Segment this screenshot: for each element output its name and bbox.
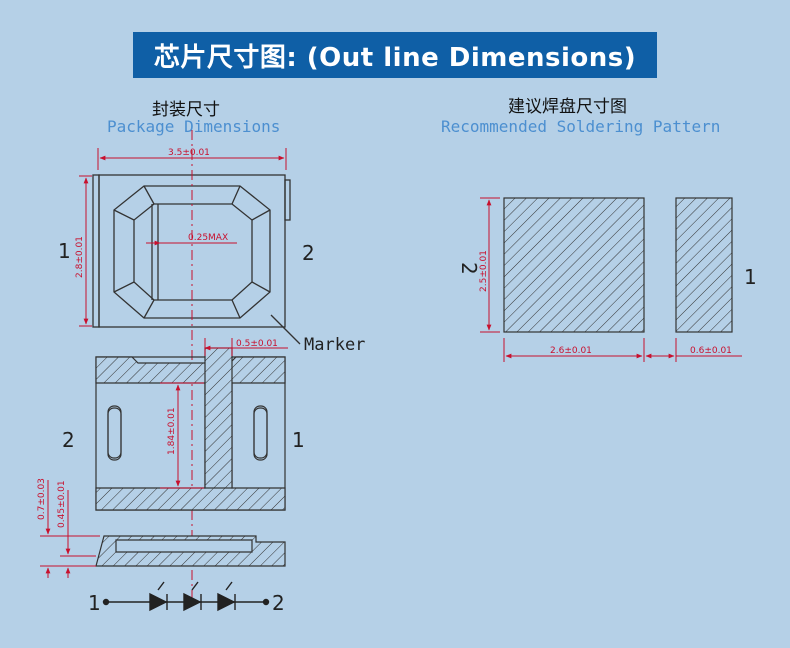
package-width-dim: 3.5±0.01: [168, 148, 210, 158]
soldering-height-dim: 2.5±0.01: [479, 250, 489, 292]
soldering-small-dim: 0.6±0.01: [690, 346, 732, 356]
package-height-dim: 2.8±0.01: [75, 236, 85, 278]
bottom-pin-1-label: 1: [292, 428, 305, 452]
soldering-small-pad: [675, 197, 733, 333]
soldering-width-dim: 2.6±0.01: [550, 346, 592, 356]
led-circuit-symbol: [102, 581, 270, 612]
soldering-pin-2-label: 2: [457, 262, 481, 275]
package-side-view: [95, 535, 286, 567]
circuit-pin-1-label: 1: [88, 591, 101, 615]
circuit-pin-2-label: 2: [272, 591, 285, 615]
soldering-large-pad: [503, 197, 645, 333]
package-base-dim: 0.45±0.01: [57, 480, 67, 528]
package-bottom-dimensions: [160, 338, 288, 489]
top-pin-1-label: 1: [58, 239, 71, 263]
package-bottom-view: [95, 347, 286, 511]
package-side-dimensions: [40, 480, 100, 578]
soldering-pattern-pads: [503, 197, 733, 333]
top-pin-2-label: 2: [302, 241, 315, 265]
package-pad-dim: 0.5±0.01: [236, 339, 278, 349]
package-top-view: [92, 174, 301, 345]
bottom-pin-2-label: 2: [62, 428, 75, 452]
marker-label: Marker: [304, 335, 365, 355]
package-max-dim: 0.25MAX: [188, 233, 228, 243]
package-dimensions-cn-label: 封装尺寸: [152, 100, 220, 120]
package-inner-dim: 1.84±0.01: [167, 407, 177, 455]
page-title: 芯片尺寸图: (Out line Dimensions): [133, 32, 657, 78]
soldering-dimensions: [480, 197, 742, 362]
soldering-pattern-cn-label: 建议焊盘尺寸图: [508, 97, 627, 117]
package-thickness-dim: 0.7±0.03: [37, 478, 47, 520]
soldering-pin-1-label: 1: [744, 265, 757, 289]
soldering-pattern-en-label: Recommended Soldering Pattern: [441, 117, 721, 136]
package-dimensions-en-label: Package Dimensions: [107, 117, 281, 136]
